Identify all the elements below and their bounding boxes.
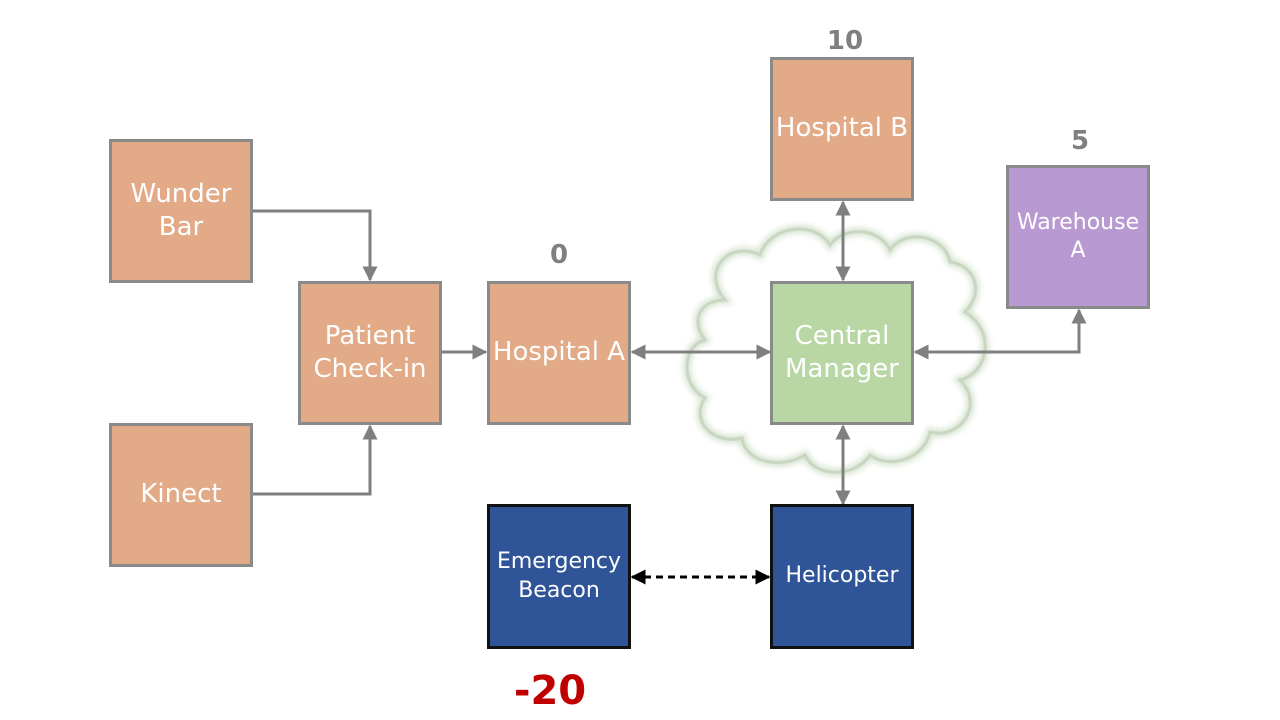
patient-checkin-label: Patient Check-in <box>313 320 427 384</box>
warehouse-a-node: Warehouse A <box>1006 165 1150 309</box>
hospital-b-label: Hospital B <box>775 113 909 144</box>
emergency-beacon-label: Emergency Beacon <box>496 549 622 603</box>
emergency-beacon-node: Emergency Beacon <box>487 504 631 649</box>
central-manager-node: Central Manager <box>770 281 914 425</box>
wunder-bar-node: Wunder Bar <box>109 139 253 283</box>
hospital-a-score: 0 <box>549 240 569 270</box>
hospital-a-label: Hospital A <box>492 337 626 368</box>
central-manager-label: Central Manager <box>785 320 899 384</box>
emergency-beacon-score: -20 <box>513 668 587 714</box>
kinect-label: Kinect <box>140 479 222 510</box>
hospital-b-node: Hospital B <box>770 57 914 201</box>
patient-checkin-node: Patient Check-in <box>298 281 442 425</box>
kinect-node: Kinect <box>109 423 253 567</box>
wunder-bar-label: Wunder Bar <box>130 178 232 242</box>
arrow-central-warehouse <box>913 308 1087 360</box>
arrow-kinect-to-checkin <box>252 424 378 496</box>
helicopter-label: Helicopter <box>785 563 899 589</box>
warehouse-a-label: Warehouse A <box>1016 209 1140 263</box>
warehouse-a-score: 5 <box>1070 126 1090 156</box>
hospital-a-node: Hospital A <box>487 281 631 425</box>
helicopter-node: Helicopter <box>770 504 914 649</box>
hospital-b-score: 10 <box>826 26 864 56</box>
arrow-wunderbar-to-checkin <box>252 209 378 282</box>
cloud-shape <box>683 225 990 477</box>
